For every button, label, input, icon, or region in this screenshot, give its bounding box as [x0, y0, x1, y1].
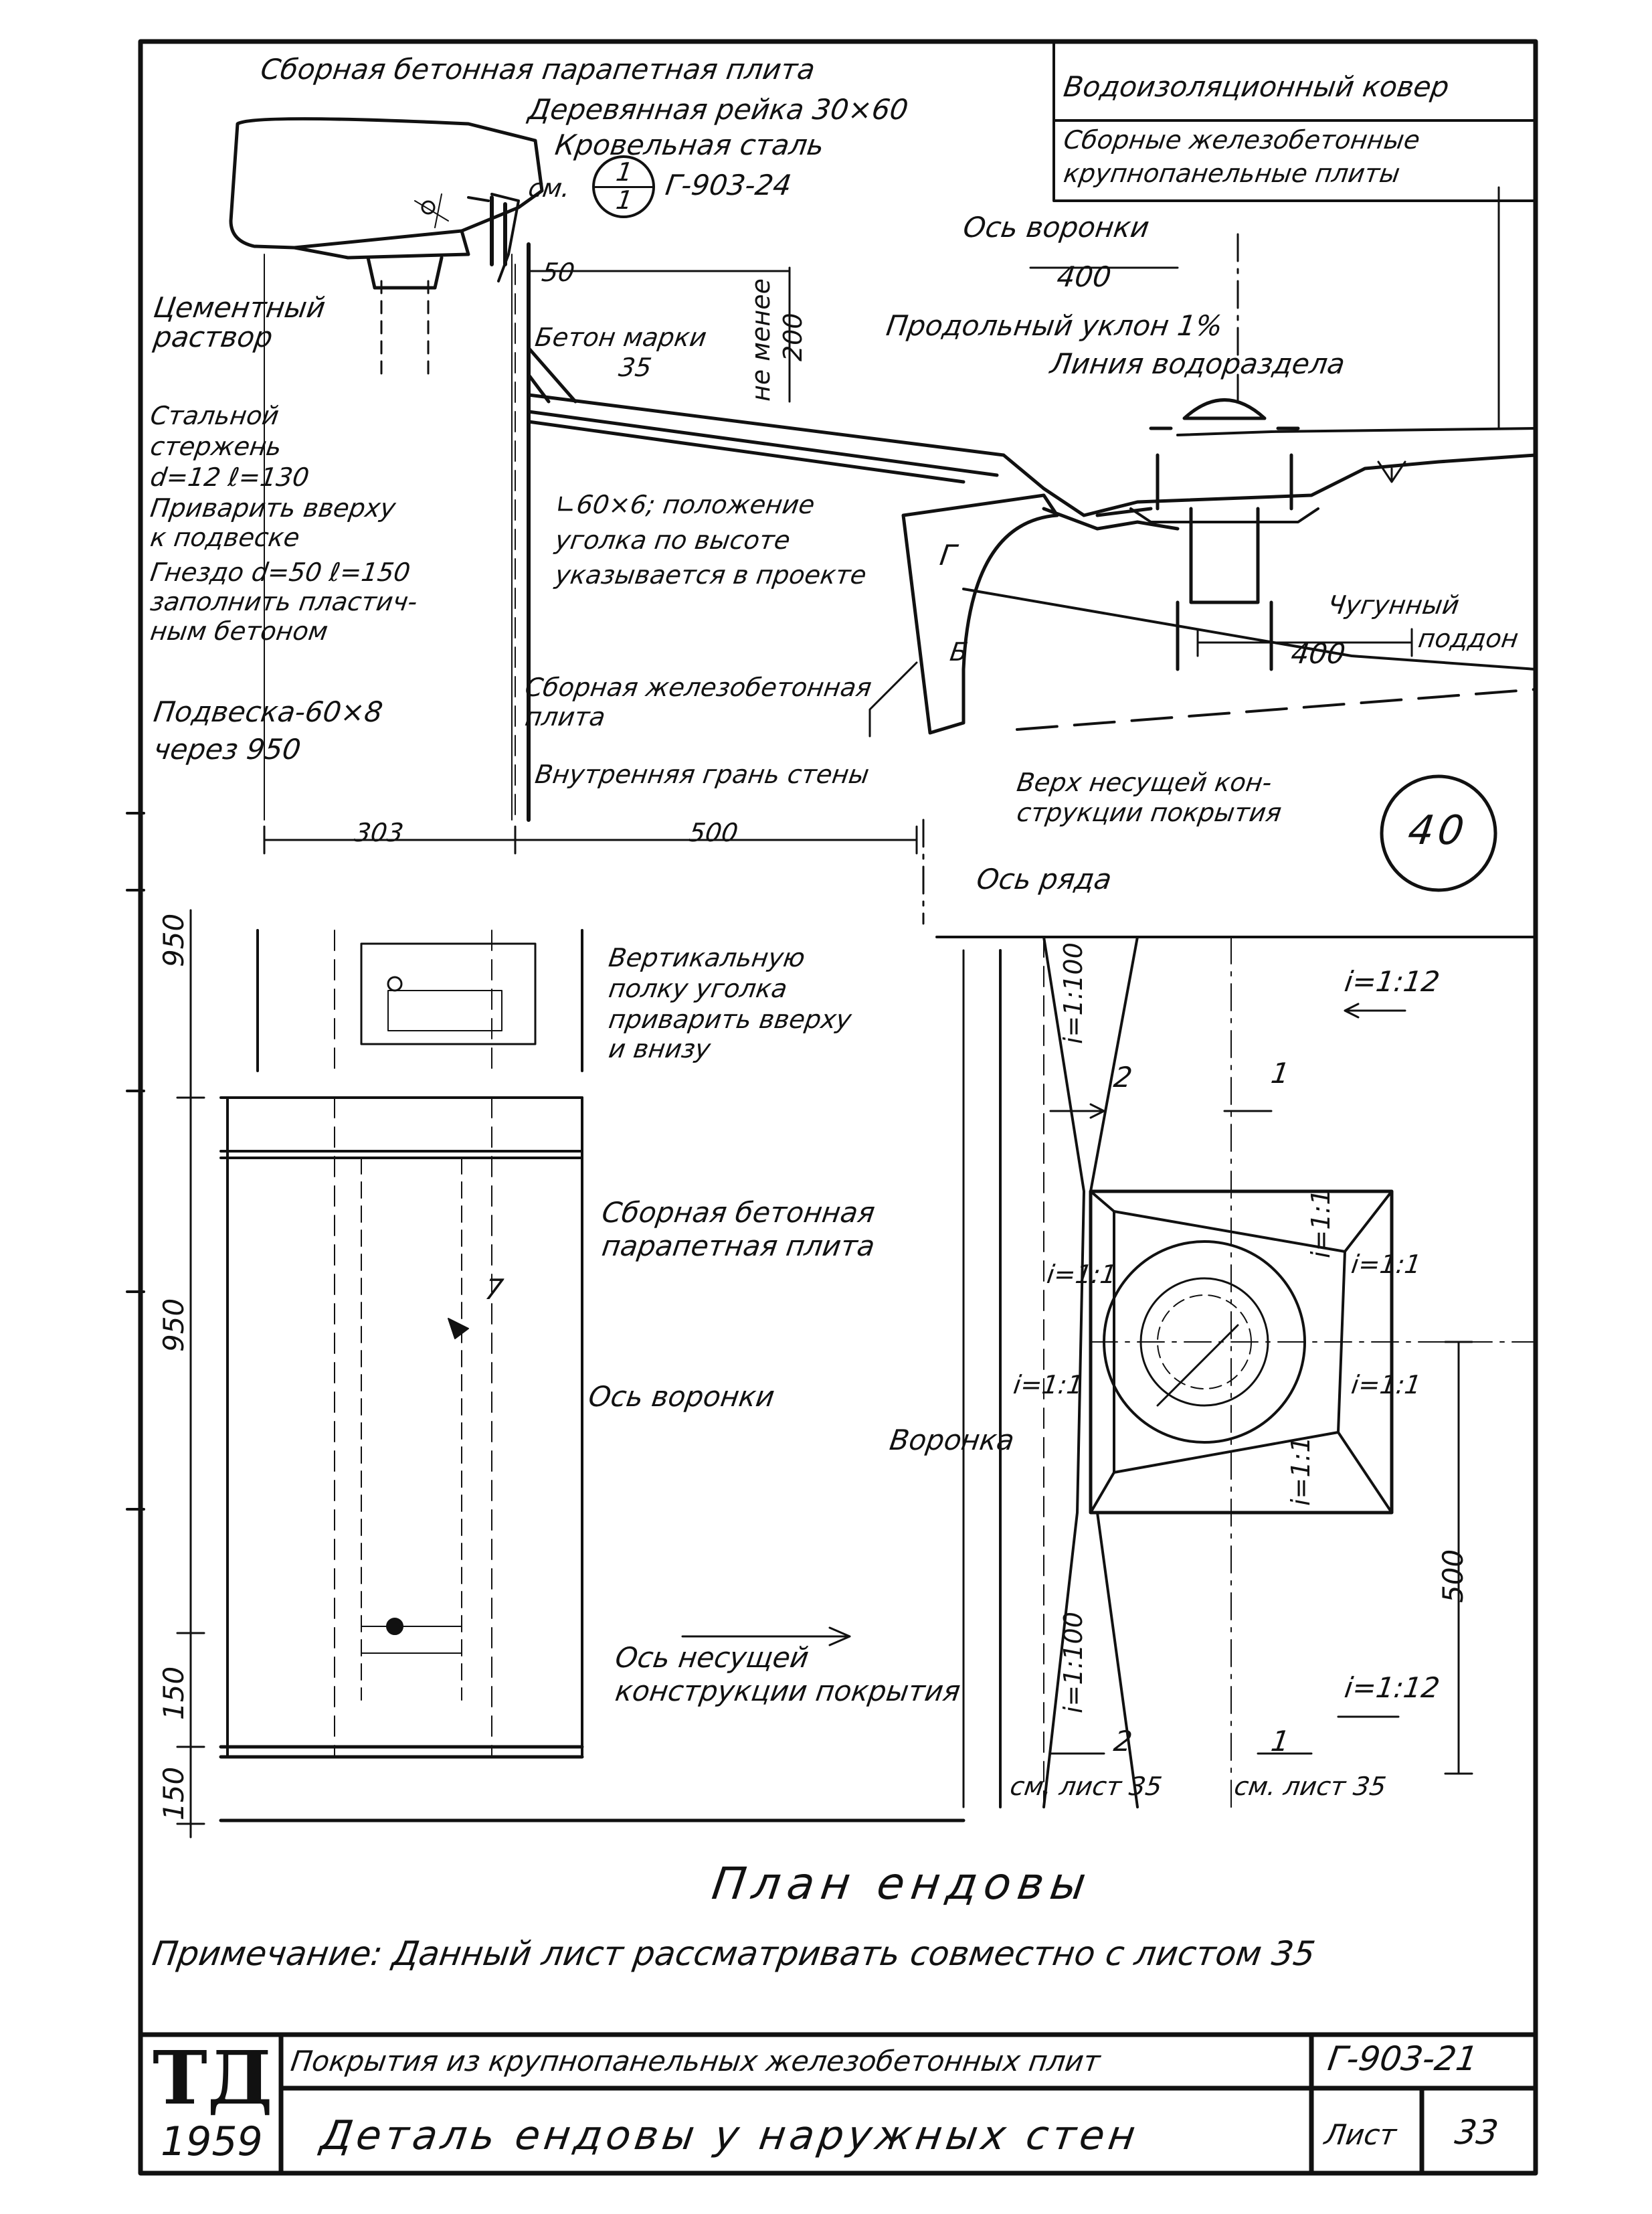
label-rc-plate-2: плита	[523, 702, 608, 732]
dim-950-a: 950	[157, 913, 190, 967]
label-watershed-line: Линия водораздела	[1048, 347, 1348, 380]
label-cement-mortar-2: раствор	[151, 321, 275, 353]
legend-rc-panels-line1: Сборные железобетонные	[1062, 125, 1422, 155]
label-hanger-2: через 950	[151, 733, 303, 766]
dim-400-bottom: 400	[1289, 637, 1348, 670]
dim-50: 50	[540, 258, 577, 287]
label-bearing-top-2: струкции покрытия	[1015, 798, 1284, 827]
label-angle-3: указывается в проекте	[553, 560, 868, 590]
label-rc-plate-1: Сборная железобетонная	[523, 673, 874, 702]
label-concrete-grade-1: Бетон марки	[533, 323, 709, 352]
label-longitudinal-slope: Продольный уклон 1%	[884, 309, 1225, 342]
label-socket-2: заполнить пластич-	[149, 587, 420, 616]
logo: ТД	[153, 2035, 273, 2121]
label-bearing-axis-1: Ось несущей	[613, 1641, 811, 1674]
legend-waterproofing: Водоизоляционный ковер	[1061, 70, 1451, 103]
label-vertical-flange-4: и внизу	[607, 1034, 713, 1063]
label-concrete-grade-2: 35	[617, 353, 654, 382]
legend-box	[1052, 40, 1537, 202]
label-socket-1: Гнездо d=50 ℓ=150	[149, 558, 412, 587]
ref-circle-numerator: 1	[614, 157, 635, 187]
label-funnel-axis-section: Ось воронки	[961, 211, 1152, 244]
detail-number-circle	[1380, 774, 1497, 892]
label-slope-1-12-top: i=1:12	[1342, 965, 1442, 998]
label-row-axis: Ось ряда	[974, 863, 1114, 896]
label-not-less-2: 200	[778, 313, 808, 361]
label-slope-1-1-a: i=1:1	[1045, 1260, 1119, 1289]
label-cement-mortar-1: Цементный	[151, 291, 328, 324]
label-slope-1-1-b: i=1:1	[1306, 1189, 1336, 1258]
detail-number: 40	[1405, 807, 1471, 854]
plan-right	[935, 936, 1537, 1808]
label-steel-rod-5: к подвеске	[149, 523, 302, 552]
label-cast-iron-1: Чугунный	[1326, 590, 1461, 620]
label-vertical-flange-1: Вертикальную	[607, 943, 807, 972]
sheet-label: Лист	[1322, 2118, 1398, 2151]
label-slope-1-1-f: i=1:1	[1286, 1436, 1315, 1506]
dim-500-plan: 500	[1437, 1549, 1469, 1603]
label-plan-parapet-2: парапетная плита	[600, 1229, 877, 1262]
sheet-note: Примечание: Данный лист рассматривать со…	[149, 1934, 1317, 1973]
label-see-ref-sheet: Г-903-24	[663, 169, 794, 201]
parapet-section	[229, 117, 544, 376]
year: 1959	[161, 2118, 263, 2165]
label-bearing-axis-2: конструкции покрытия	[613, 1675, 963, 1707]
plan-left	[219, 929, 966, 1822]
label-see-ref-prefix: см.	[527, 173, 572, 203]
label-slope-1-1-c: i=1:1	[1350, 1250, 1423, 1279]
plan-title: План ендовы	[709, 1858, 1096, 1909]
dim-150-b: 150	[157, 1766, 190, 1820]
dim-400-top: 400	[1054, 260, 1113, 293]
label-steel-rod-1: Стальной	[149, 401, 281, 430]
legend-rc-panels-line2: крупнопанельные плиты	[1062, 159, 1402, 188]
roof-slab	[527, 346, 1538, 531]
dim-150-a: 150	[157, 1666, 190, 1720]
dim-500-section: 500	[687, 818, 740, 847]
label-steel-rod-4: Приварить вверху	[149, 493, 398, 523]
label-slope-1-1-d: i=1:1	[1012, 1370, 1085, 1399]
wall-lines	[264, 242, 531, 822]
sheet-number: 33	[1452, 2113, 1501, 2152]
ref-circle: 1 1	[592, 155, 655, 218]
label-vertical-flange-3: приварить вверху	[607, 1005, 854, 1034]
drawing-code: Г-903-21	[1325, 2039, 1481, 2078]
label-bearing-top-1: Верх несущей кон-	[1015, 768, 1274, 797]
label-inner-face: Внутренняя грань стены	[533, 760, 871, 789]
label-hanger-1: Подвеска-60×8	[151, 695, 385, 728]
label-funnel: Воронка	[887, 1424, 1016, 1456]
section-dimensions	[263, 186, 1500, 925]
label-slope-1-100-top: i=1:100	[1059, 942, 1088, 1044]
dim-950-b: 950	[157, 1298, 190, 1352]
label-plan-funnel-axis: Ось воронки	[586, 1380, 777, 1413]
label-angle-2: уголка по высоте	[553, 525, 792, 555]
label-angle-1: ∟60×6; положение	[553, 490, 817, 519]
title-block	[141, 2032, 1536, 2173]
label-cast-iron-2: поддон	[1416, 624, 1520, 653]
label-see-sheet-a: см. лист 35	[1008, 1772, 1164, 1801]
label-parapet-plate: Сборная бетонная парапетная плита	[258, 53, 818, 86]
label-not-less-1: не менее	[746, 278, 775, 402]
plan-dimensions-left	[176, 909, 205, 1839]
subject-title: Покрытия из крупнопанельных железобетонн…	[288, 2045, 1103, 2077]
label-slope-1-100-bottom: i=1:100	[1059, 1612, 1088, 1713]
label-vertical-flange-2: полку уголка	[607, 974, 790, 1003]
label-see-sheet-b: см. лист 35	[1232, 1772, 1388, 1801]
label-steel-rod-3: d=12 ℓ=130	[149, 462, 311, 492]
funnel-section	[1129, 398, 1406, 671]
label-steel-rod-2: стержень	[149, 432, 284, 461]
ref-circle-denominator: 1	[614, 185, 635, 215]
label-slope-1-1-e: i=1:1	[1350, 1370, 1423, 1399]
label-roof-steel: Кровельная сталь	[553, 129, 826, 161]
label-slope-1-12-bottom: i=1:12	[1342, 1671, 1442, 1704]
rc-plate-section	[868, 493, 1537, 738]
label-socket-3: ным бетоном	[149, 616, 330, 646]
label-plan-parapet-1: Сборная бетонная	[600, 1196, 877, 1229]
label-wood-rail: Деревянная рейка 30×60	[526, 93, 911, 126]
drawing-title: Деталь ендовы у наружных стен	[318, 2112, 1142, 2159]
dim-303: 303	[353, 818, 405, 847]
